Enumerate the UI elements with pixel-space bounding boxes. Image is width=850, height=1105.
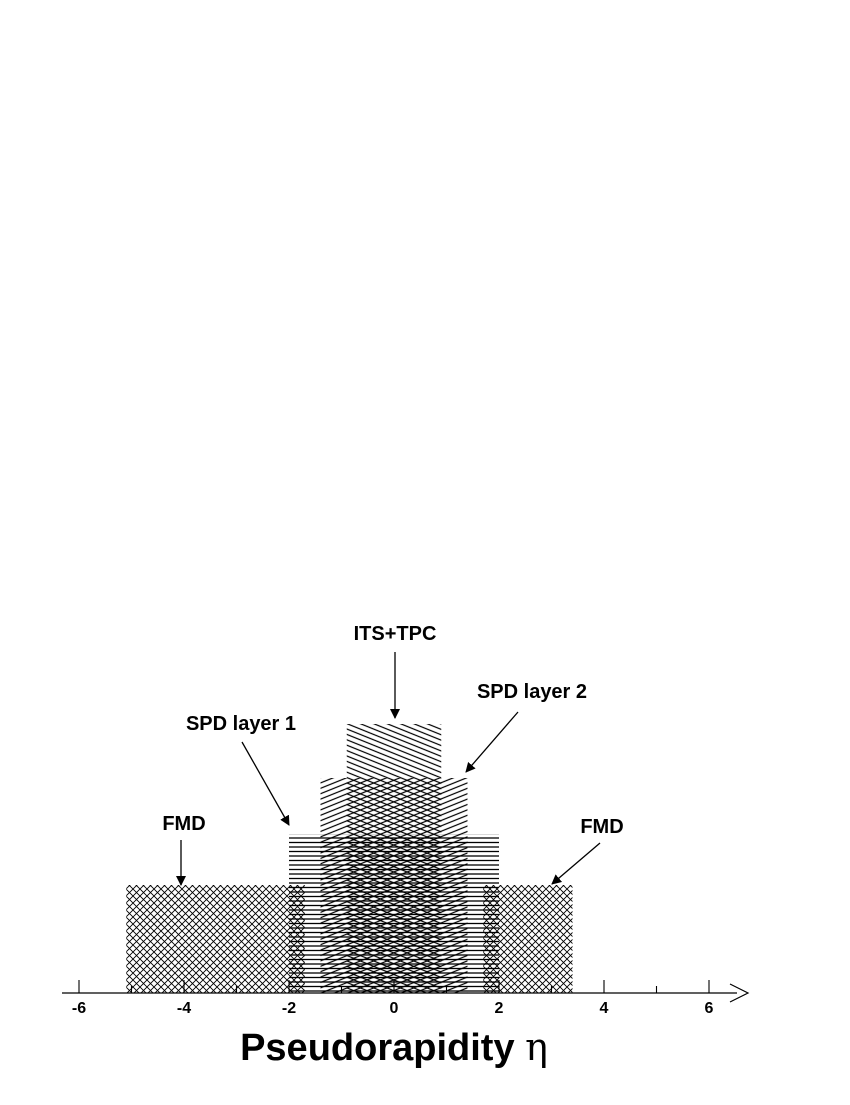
region-fmd-0 xyxy=(126,885,305,993)
annotation-label-its-tpc: ITS+TPC xyxy=(354,623,437,645)
x-tick-label: 4 xyxy=(600,1000,609,1017)
x-axis-tick-labels: -6 -4 -2 0 2 4 6 xyxy=(72,1000,714,1017)
x-axis-ticks xyxy=(78,980,710,993)
x-tick-label: 2 xyxy=(495,1000,504,1017)
annotation-label-spd-layer-1: SPD layer 1 xyxy=(186,713,296,735)
x-tick-label: -6 xyxy=(72,1000,86,1017)
annotation-label-fmd-right: FMD xyxy=(580,816,623,838)
detector-regions xyxy=(126,724,573,993)
annotation-label-spd-layer-2: SPD layer 2 xyxy=(477,681,587,703)
x-axis: -6 -4 -2 0 2 4 6 xyxy=(62,980,750,1017)
annotation-arrow-spd-layer-2 xyxy=(465,711,519,773)
annotation-arrow-spd-layer-1 xyxy=(241,741,290,826)
x-tick-label: 0 xyxy=(390,1000,399,1017)
annotation-label-fmd-left: FMD xyxy=(162,813,205,835)
annotation-arrow-fmd-right xyxy=(551,842,601,885)
x-tick-label: -4 xyxy=(177,1000,191,1017)
annotations: ITS+TPC SPD layer 2 SPD layer 1 FMD FMD xyxy=(162,623,624,886)
x-tick-label: 6 xyxy=(705,1000,714,1017)
x-tick-label: -2 xyxy=(282,1000,296,1017)
x-axis-arrow-icon xyxy=(729,983,750,1003)
region-its-tpc-4 xyxy=(346,724,442,993)
x-axis-title: Pseudorapidity η xyxy=(240,1025,548,1069)
